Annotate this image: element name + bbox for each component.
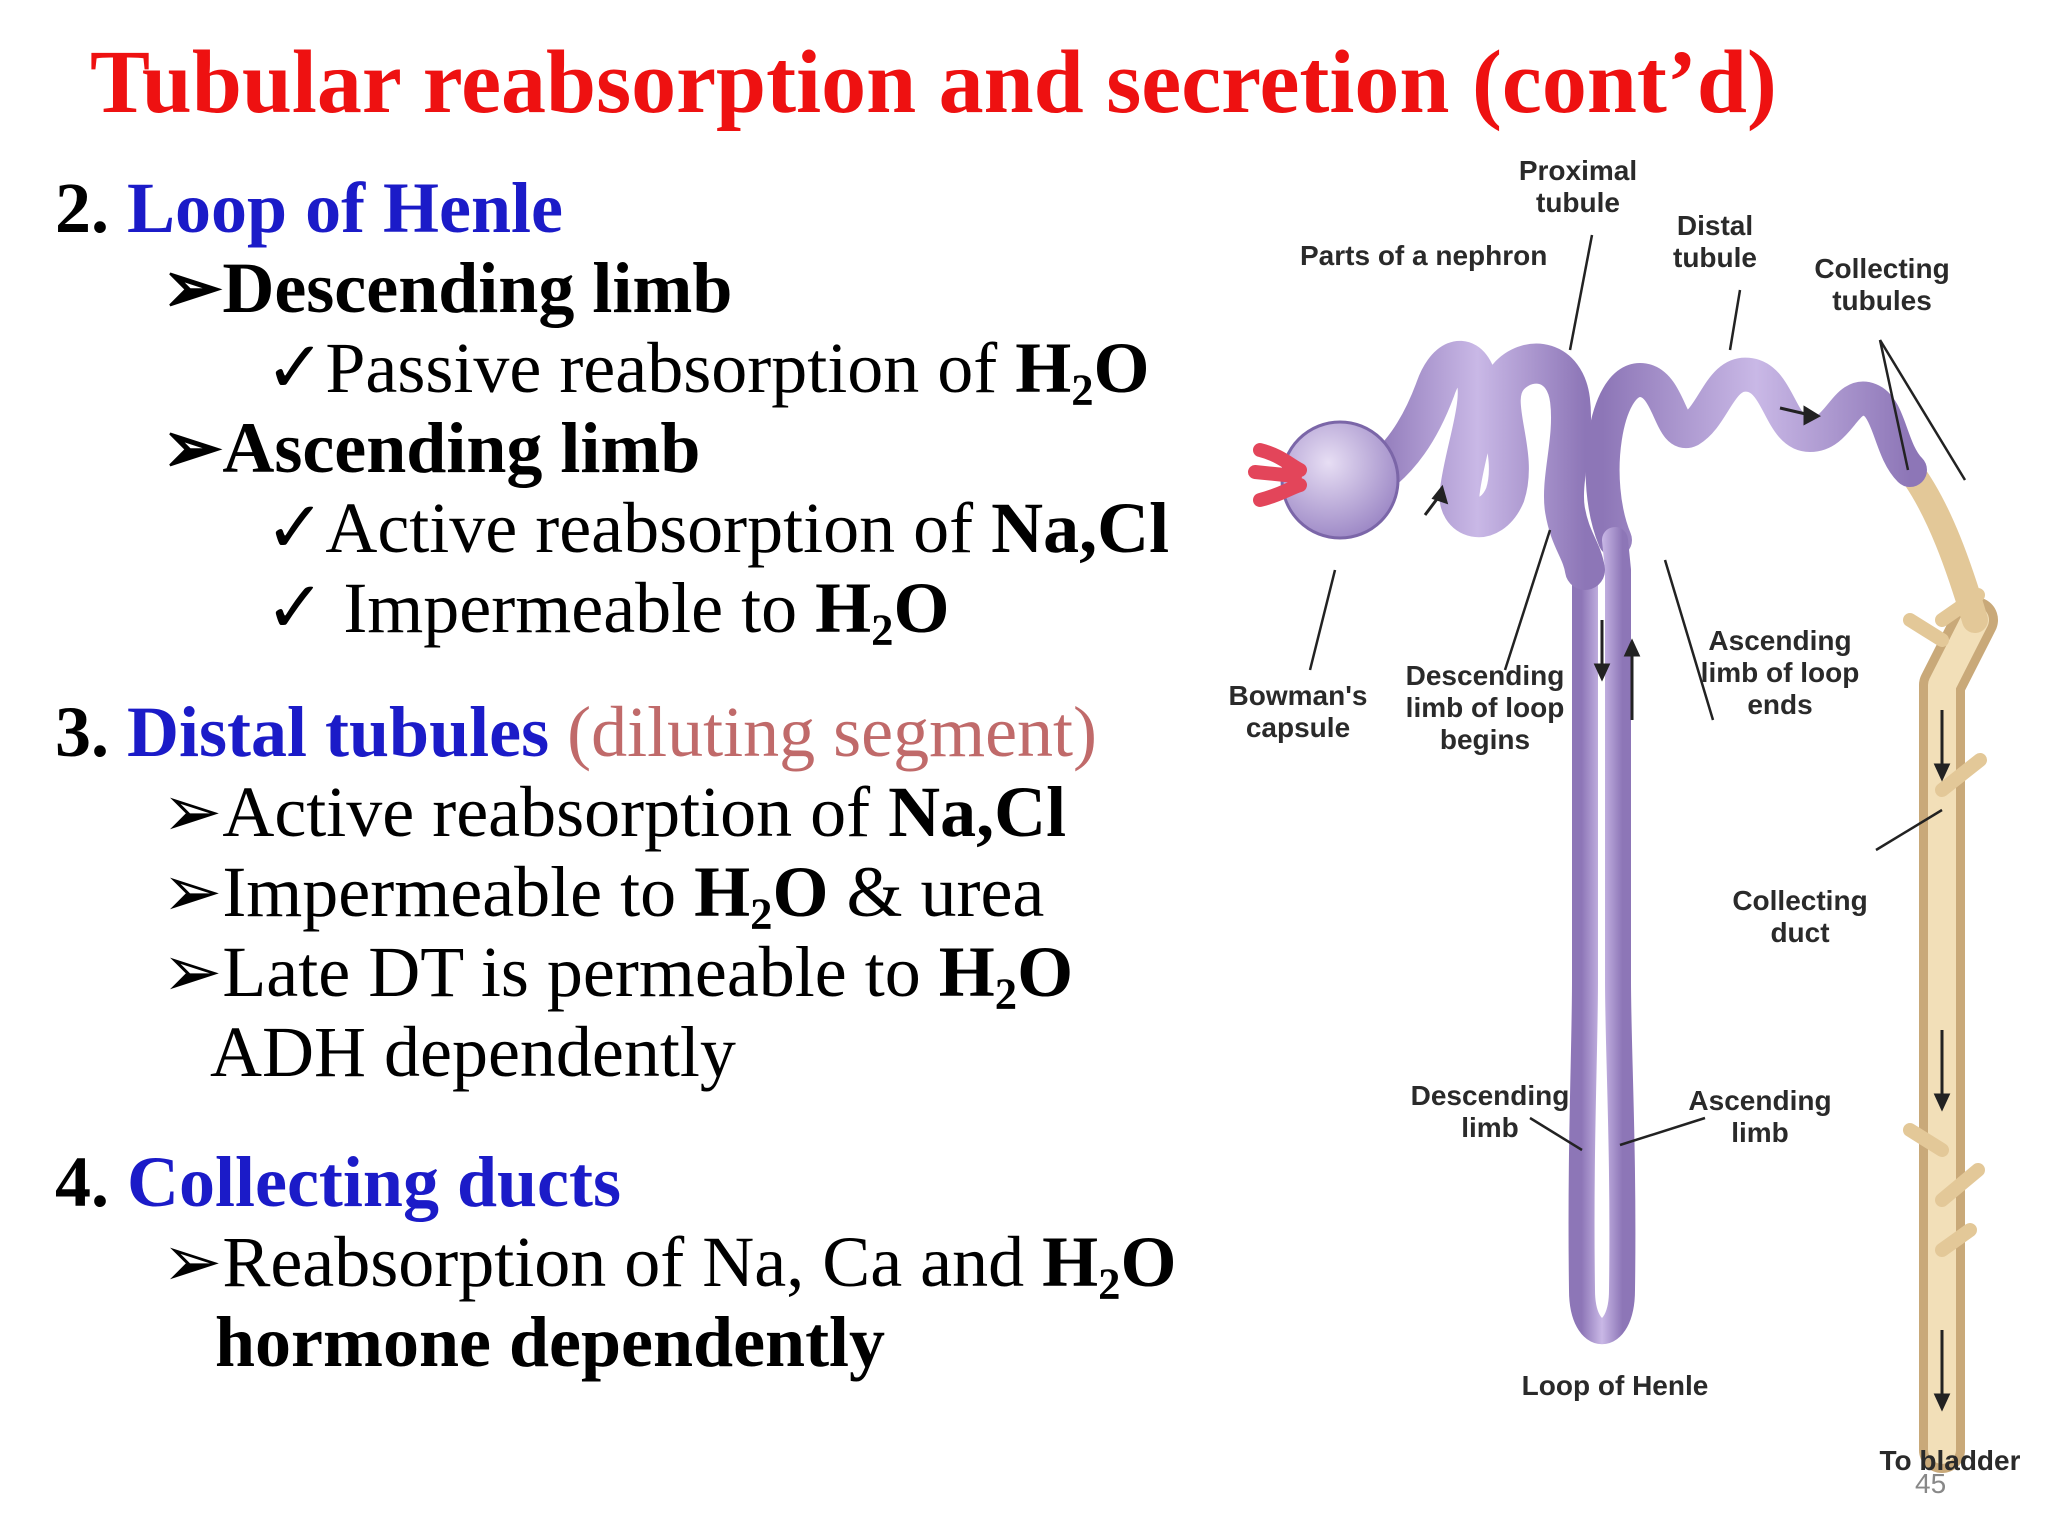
list-item: ➢Active reabsorption of Na,Cl xyxy=(162,772,1067,852)
arrow-bullet-icon: ➢ xyxy=(162,248,223,328)
arrow-bullet-icon: ➢ xyxy=(162,932,223,1012)
list-item-continuation: hormone dependently xyxy=(215,1302,886,1382)
list-item: ➢Descending limb xyxy=(162,248,733,328)
section-collecting-ducts: 4. Collecting ducts xyxy=(55,1146,621,1218)
duct-branch xyxy=(1935,1163,1985,1207)
list-item: ✓Active reabsorption of Na,Cl xyxy=(265,488,1170,568)
label-ascending-limb-2: limb xyxy=(1731,1117,1789,1148)
label-loop-of-henle: Loop of Henle xyxy=(1522,1370,1709,1401)
label-proximal-tubule: Proximal xyxy=(1519,155,1637,186)
check-icon: ✓ xyxy=(265,568,326,648)
label-descending-limb-2: limb xyxy=(1461,1112,1519,1143)
section-heading: Distal tubules xyxy=(127,692,550,772)
list-item: ➢Late DT is permeable to H2O xyxy=(162,932,1074,1019)
label-ascending-limb-ends: Ascending xyxy=(1708,625,1851,656)
section-heading: Collecting ducts xyxy=(127,1142,621,1222)
duct-branch xyxy=(1935,1223,1977,1257)
list-item: ➢Ascending limb xyxy=(162,408,701,488)
label-ascending-limb-ends-2: limb of loop xyxy=(1701,657,1860,688)
section-distal-tubules: 3. Distal tubules (diluting segment) xyxy=(55,696,1097,768)
list-item: ✓ Impermeable to H2O xyxy=(265,568,950,655)
list-item-continuation: ADH dependently xyxy=(210,1012,736,1092)
label-distal-tubule-2: tubule xyxy=(1673,242,1757,273)
arrow-bullet-icon: ➢ xyxy=(162,772,223,852)
label-ascending-limb: Ascending xyxy=(1688,1085,1831,1116)
section-number: 2. xyxy=(55,168,109,248)
check-icon: ✓ xyxy=(265,488,326,568)
section-number: 4. xyxy=(55,1142,109,1222)
label-collecting-duct-2: duct xyxy=(1770,917,1829,948)
label-collecting-tubules: Collecting xyxy=(1814,253,1949,284)
duct-branch xyxy=(1903,613,1949,647)
label-bowmans-capsule: Bowman's xyxy=(1229,680,1368,711)
duct-branch xyxy=(1903,1123,1949,1157)
duct-branch xyxy=(1935,588,1985,627)
label-descending-limb-begins-3: begins xyxy=(1440,724,1530,755)
label-collecting-duct: Collecting xyxy=(1732,885,1867,916)
glomerulus-vessels xyxy=(1248,443,1307,507)
nephron-diagram: Parts of a nephron Proximal tubule Dista… xyxy=(1229,155,2020,1476)
label-bowmans-capsule-2: capsule xyxy=(1246,712,1350,743)
label-collecting-tubules-2: tubules xyxy=(1832,285,1932,316)
label-descending-limb-begins: Descending xyxy=(1406,660,1565,691)
list-item: ➢Reabsorption of Na, Ca and H2O xyxy=(162,1222,1177,1309)
duct-branch xyxy=(1935,753,1987,797)
section-note: (diluting segment) xyxy=(549,692,1098,772)
arrow-bullet-icon: ➢ xyxy=(162,1222,223,1302)
label-distal-tubule: Distal xyxy=(1677,210,1753,241)
distal-tubule xyxy=(1585,357,1927,557)
label-ascending-limb-ends-3: ends xyxy=(1747,689,1812,720)
section-number: 3. xyxy=(55,692,109,772)
page-number: 45 xyxy=(1915,1468,1947,1499)
section-loop-of-henle: 2. Loop of Henle xyxy=(55,172,563,244)
label-descending-limb: Descending xyxy=(1411,1080,1570,1111)
proximal-tubule xyxy=(1350,341,1605,590)
label-proximal-tubule-2: tubule xyxy=(1536,187,1620,218)
flow-arrows xyxy=(1423,405,1951,1412)
arrow-bullet-icon: ➢ xyxy=(162,852,223,932)
diagram-caption: Parts of a nephron xyxy=(1300,240,1547,271)
arrow-bullet-icon: ➢ xyxy=(162,408,223,488)
loop-of-henle xyxy=(1568,527,1636,1345)
label-to-bladder: To bladder xyxy=(1879,1445,2020,1476)
list-item: ➢Impermeable to H2O & urea xyxy=(162,852,1045,939)
list-item: ✓Passive reabsorption of H2O xyxy=(265,328,1150,415)
leader-lines xyxy=(1308,234,1967,1152)
page-title: Tubular reabsorption and secretion (cont… xyxy=(90,33,1777,132)
label-descending-limb-begins-2: limb of loop xyxy=(1406,692,1565,723)
check-icon: ✓ xyxy=(265,328,326,408)
section-heading: Loop of Henle xyxy=(127,168,564,248)
